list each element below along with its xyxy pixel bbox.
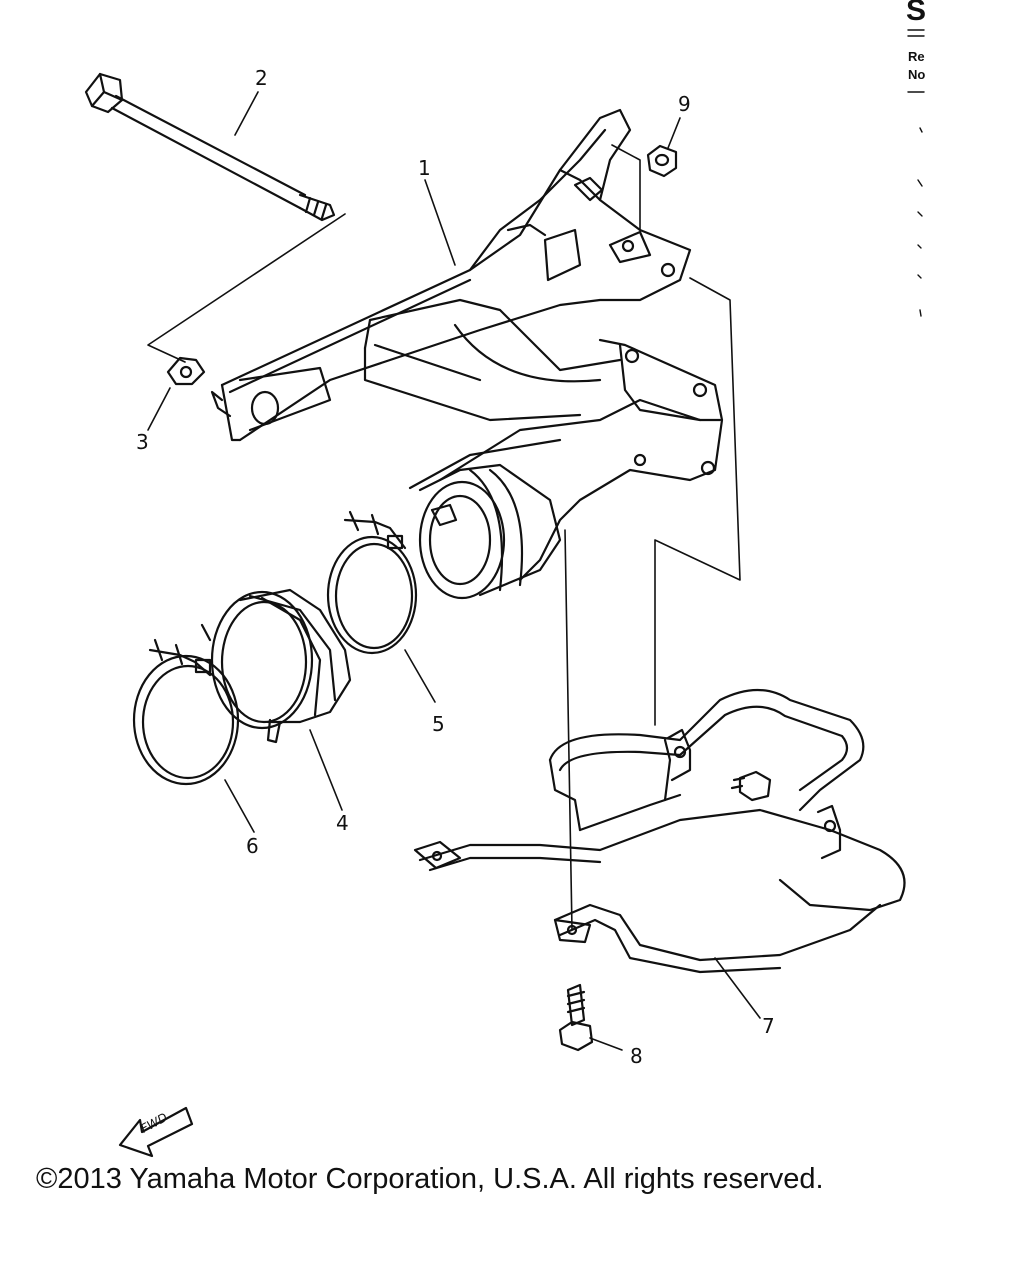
callout-5: 5 bbox=[432, 712, 445, 736]
bracket-bolt bbox=[730, 770, 772, 802]
swingarm-body bbox=[210, 108, 724, 600]
callout-4: 4 bbox=[336, 811, 349, 835]
clamp-band-6 bbox=[132, 638, 240, 786]
callout-9: 9 bbox=[678, 92, 691, 116]
washer-plate bbox=[166, 356, 206, 386]
callout-2: 2 bbox=[255, 66, 268, 90]
callout-3: 3 bbox=[136, 430, 149, 454]
rubber-boot bbox=[200, 588, 352, 744]
edge-letter: S bbox=[906, 0, 927, 27]
callout-1: 1 bbox=[418, 156, 431, 180]
pivot-shaft-bolt bbox=[84, 72, 336, 222]
callout-6: 6 bbox=[246, 834, 259, 858]
nut bbox=[646, 144, 678, 178]
edge-ref-line2: No bbox=[908, 67, 926, 82]
alignment-guides bbox=[564, 144, 741, 931]
copyright-notice: ©2013 Yamaha Motor Corporation, U.S.A. A… bbox=[36, 1163, 824, 1195]
fwd-arrow-icon bbox=[118, 1106, 194, 1158]
leader-lines bbox=[147, 91, 761, 1051]
alignment-line-2-3 bbox=[147, 213, 346, 363]
callout-7: 7 bbox=[762, 1014, 775, 1038]
edge-ref-line1: Re bbox=[908, 49, 925, 64]
clamp-band-5 bbox=[326, 510, 418, 655]
flange-bolt bbox=[558, 983, 594, 1052]
callout-8: 8 bbox=[630, 1044, 643, 1068]
guard-bracket bbox=[413, 689, 906, 974]
edge-table-lines bbox=[907, 29, 925, 317]
